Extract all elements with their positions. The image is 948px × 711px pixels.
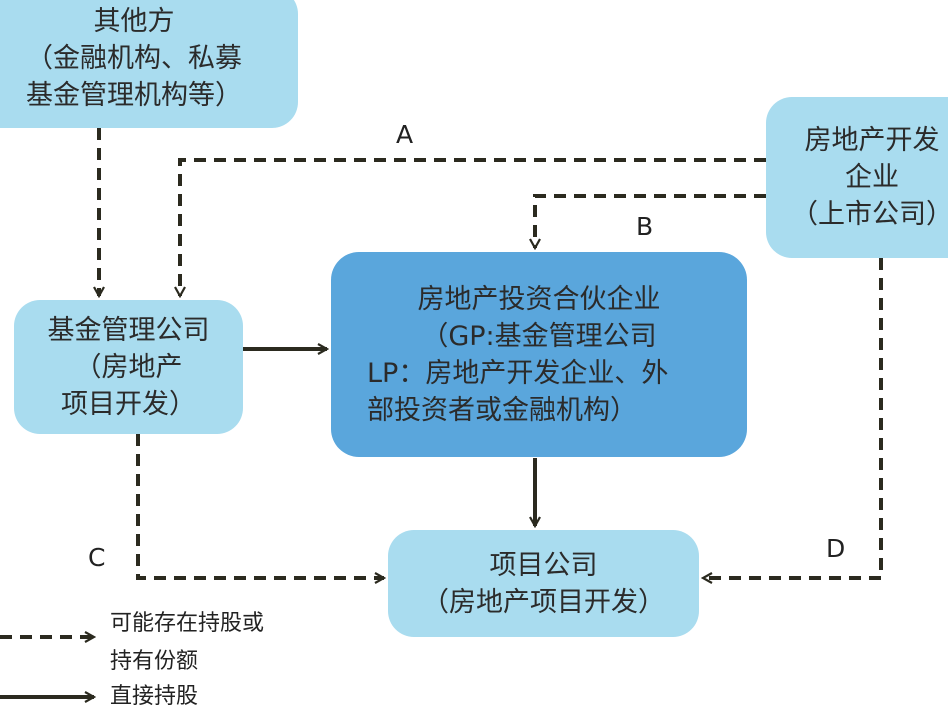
legend-dashed-label-line1: 可能存在持股或 — [110, 611, 265, 636]
edge-label-d: D — [826, 534, 846, 563]
edge-c-fund-to-project — [136, 434, 384, 578]
node-fund-line3: 项目开发） — [61, 388, 196, 420]
edge-d-developer-to-project — [703, 258, 883, 578]
node-fund-line1: 基金管理公司 — [47, 314, 210, 346]
legend-dashed-label-line2: 持有份额 — [110, 649, 199, 674]
node-other-line2: （金融机构、私募 — [26, 42, 242, 74]
node-developer-line2: 企业 — [845, 162, 899, 193]
node-project-line1: 项目公司 — [489, 549, 598, 581]
legend-solid-label: 直接持股 — [110, 684, 199, 709]
node-project-line2: （房地产项目开发） — [422, 586, 665, 618]
edge-label-a: A — [396, 120, 414, 149]
edge-label-b: B — [636, 212, 654, 241]
node-developer-line3: （上市公司） — [791, 199, 948, 230]
node-real-estate-developer: 房地产开发 企业 （上市公司） — [766, 97, 948, 258]
node-fund-manager: 基金管理公司 （房地产 项目开发） — [14, 300, 243, 434]
node-developer-line1: 房地产开发 — [804, 125, 940, 156]
node-partnership-line4: 部投资者或金融机构） — [367, 394, 637, 426]
node-other-parties: 其他方 （金融机构、私募 基金管理机构等） — [0, 0, 298, 128]
edge-label-c: C — [88, 543, 106, 572]
node-fund-line2: （房地产 — [74, 351, 183, 383]
edge-a-developer-to-fund — [180, 158, 766, 296]
edge-b-developer-to-partnership — [535, 194, 766, 248]
node-investment-partnership: 房地产投资合伙企业 （GP:基金管理公司 LP：房地产开发企业、外 部投资者或金… — [331, 252, 747, 457]
node-partnership-line3: LP：房地产开发企业、外 — [367, 357, 669, 389]
node-partnership-line1: 房地产投资合伙企业 — [417, 283, 661, 315]
node-project-company: 项目公司 （房地产项目开发） — [388, 530, 699, 637]
node-other-line3: 基金管理机构等） — [26, 79, 242, 111]
node-other-line1: 其他方 — [93, 5, 175, 37]
node-partnership-line2: （GP:基金管理公司 — [421, 320, 657, 352]
